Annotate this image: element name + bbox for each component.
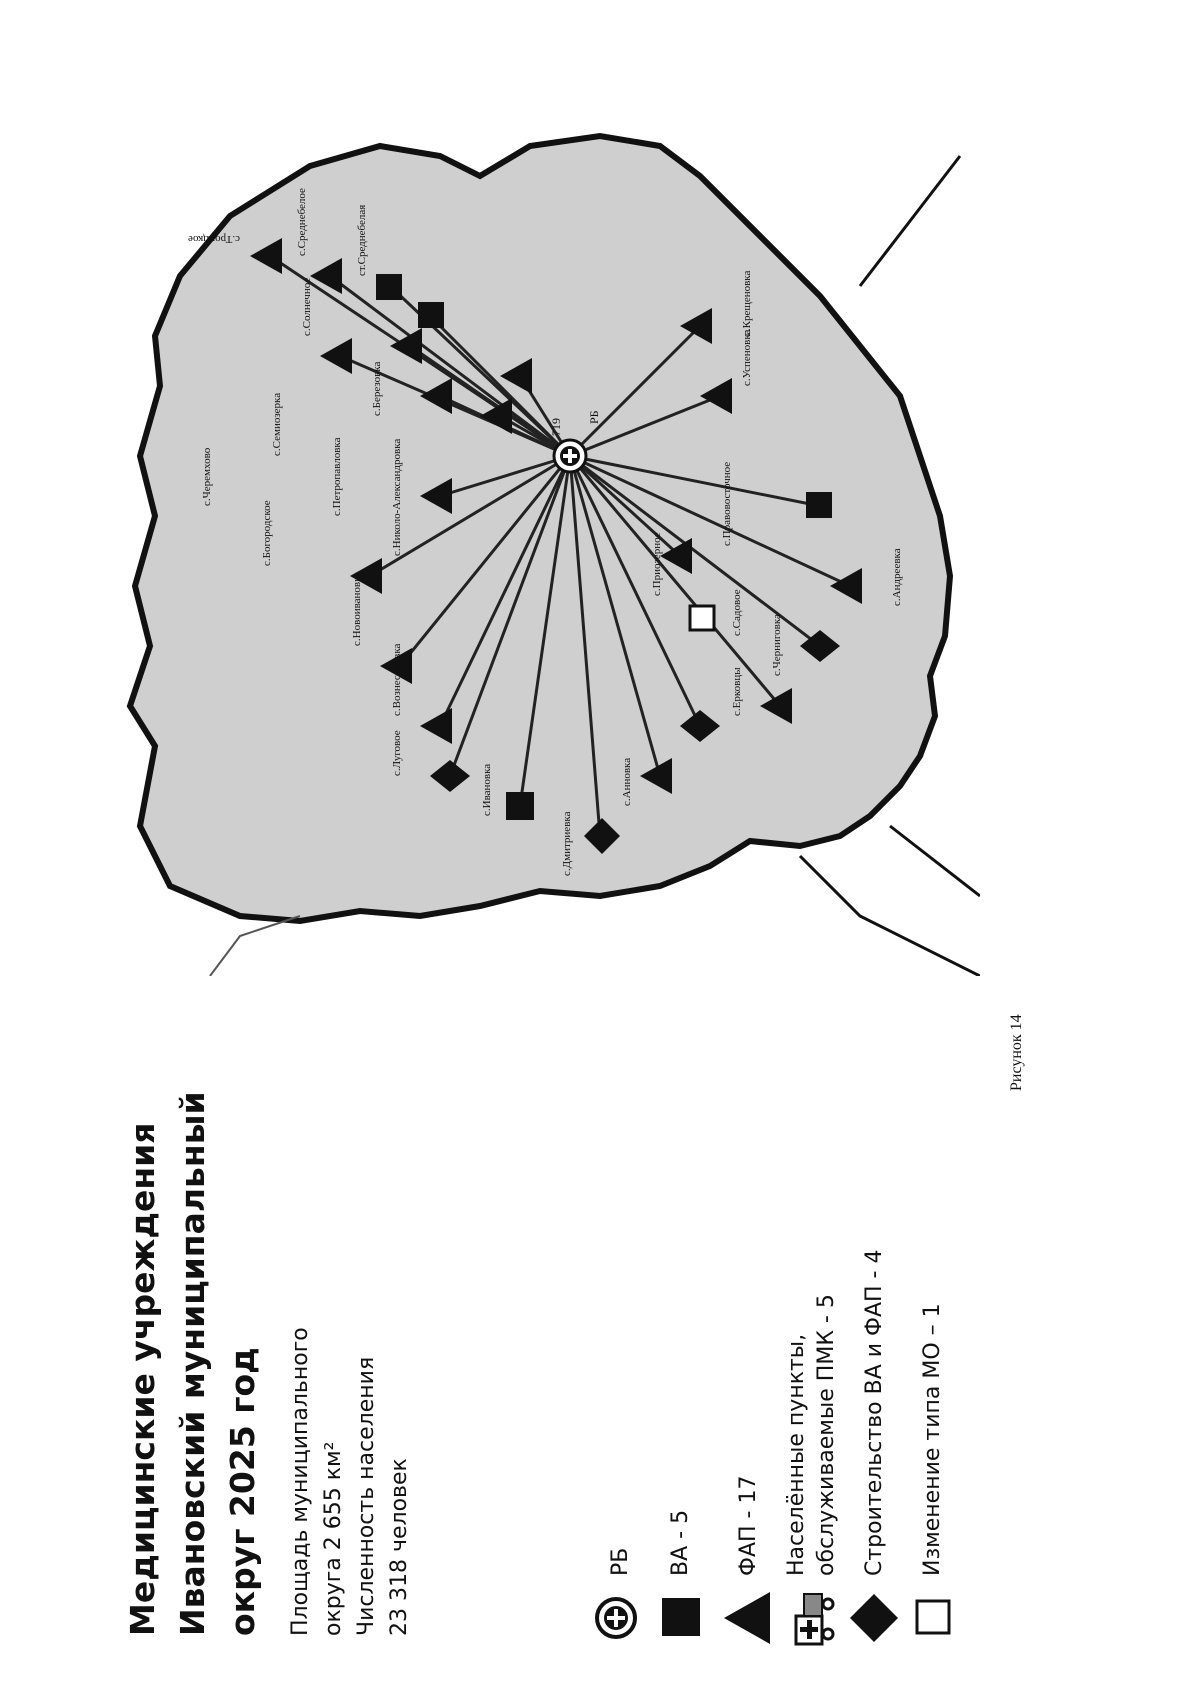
fap-marker: [350, 558, 382, 594]
legend: РБ ВА - 5 ФАП - 17 Насе: [595, 936, 1120, 1656]
square-icon: [662, 1598, 700, 1636]
construction-marker: [800, 630, 840, 662]
fap-marker: [320, 338, 352, 374]
place-label: с.Луговое: [391, 730, 403, 776]
legend-label-construction: Строительство ВА и ФАП - 4: [862, 1249, 887, 1577]
fap-marker: [250, 238, 282, 274]
place-label: с.Новоивановка: [351, 572, 363, 646]
population-line-1: Численность населения: [354, 1356, 379, 1636]
place-label: с.Крещеновка: [741, 271, 753, 336]
population-line-2: 23 318 человек: [387, 1458, 412, 1636]
district-boundary: [126, 132, 954, 925]
legend-item-va: ВА - 5: [660, 1056, 704, 1656]
va-marker: [418, 302, 444, 328]
legend-item-fap: ФАП - 17: [724, 1056, 774, 1656]
fap-marker: [420, 378, 452, 414]
place-label: с.Приозерное: [651, 532, 663, 596]
fap-marker: [420, 708, 452, 744]
fap-marker: [760, 688, 792, 724]
construction-marker: [680, 710, 720, 742]
place-labels: с.Троицкое с.Среднебелое ст.Среднебелая …: [188, 188, 903, 876]
district-map: РБ 719 с.Троицкое с.Среднебелое ст.Средн…: [126, 132, 980, 976]
place-label: с.Солнечное: [301, 278, 313, 336]
place-label: с.Успеновка: [741, 329, 753, 386]
place-label: с.Анновка: [621, 758, 633, 806]
triangle-icon: [724, 1592, 770, 1644]
legend-label-type-change: Изменение типа МО – 1: [920, 1303, 945, 1576]
plus-circle-icon: [595, 1597, 637, 1639]
fap-marker: [380, 648, 412, 684]
title-line-2: Ивановский муниципальный: [173, 1091, 212, 1636]
construction-marker: [430, 760, 470, 792]
place-label: с.Вознесеновка: [391, 643, 403, 716]
fap-marker: [830, 568, 862, 604]
place-label: с.Дмитриевка: [561, 811, 573, 876]
place-label: с.Ерковцы: [731, 667, 743, 716]
hub-label: РБ: [587, 410, 601, 424]
fap-marker: [660, 538, 692, 574]
figure-caption: Рисунок 14: [1008, 1014, 1025, 1091]
legend-item-pmk: Населённые пункты, обслуживаемые ПМК - 5: [782, 1056, 846, 1656]
area-line-2: округа 2 655 км²: [321, 1441, 346, 1636]
map-title: Медицинские учреждения Ивановский муници…: [118, 1076, 268, 1636]
construction-marker: [584, 818, 620, 854]
place-label: с.Николо-Александровка: [391, 439, 403, 556]
diamond-icon: [850, 1594, 898, 1642]
hub-value: 719: [549, 418, 563, 436]
legend-label-rb: РБ: [608, 1547, 633, 1576]
legend-item-type-change: Изменение типа МО – 1: [912, 1056, 956, 1656]
fap-marker: [640, 758, 672, 794]
place-label: с.Березовка: [371, 362, 383, 417]
place-label: с.Ивановка: [481, 764, 493, 816]
place-label: с.Андреевка: [891, 548, 903, 606]
empty-square-icon: [915, 1599, 951, 1635]
rb-hub-marker: [552, 438, 588, 474]
fap-marker: [480, 398, 512, 434]
neighbor-boundary: [889, 824, 980, 898]
legend-item-construction: Строительство ВА и ФАП - 4: [850, 1056, 904, 1656]
fap-marker: [310, 258, 342, 294]
place-label: с.Петропавловка: [331, 437, 343, 516]
title-line-1: Медицинские учреждения: [123, 1122, 162, 1636]
area-line-1: Площадь муниципального: [288, 1327, 313, 1636]
neighbor-boundary: [858, 155, 962, 287]
va-marker: [806, 492, 832, 518]
fap-marker: [420, 478, 452, 514]
district-info: Площадь муниципального округа 2 655 км² …: [284, 1327, 416, 1636]
place-label: с.Троицкое: [188, 233, 240, 245]
fap-marker: [500, 358, 532, 394]
place-label: ст.Среднебелая: [356, 205, 368, 276]
place-label: с.Среднебелое: [296, 188, 308, 256]
legend-label-va: ВА - 5: [668, 1509, 693, 1576]
facility-markers: [250, 238, 862, 854]
place-label: с.Черниговка: [771, 614, 783, 676]
type-change-marker: [688, 604, 716, 632]
neighbor-boundary: [798, 854, 980, 976]
neighbor-boundary: [209, 915, 301, 976]
place-label: с.Богородское: [261, 500, 273, 566]
fap-marker: [680, 308, 712, 344]
place-label: с.Садовое: [731, 589, 743, 636]
title-line-3: округ 2025 год: [223, 1347, 262, 1636]
place-label: с.Семиозерка: [271, 393, 283, 456]
legend-label-pmk-2: обслуживаемые ПМК - 5: [814, 1294, 839, 1576]
place-label: с.Правовосточное: [721, 462, 733, 546]
legend-label-pmk-1: Населённые пункты,: [784, 1333, 809, 1576]
fap-marker: [390, 328, 422, 364]
va-marker: [376, 274, 402, 300]
va-marker: [506, 792, 534, 820]
legend-item-rb: РБ: [595, 1056, 644, 1656]
mobile-clinic-icon: [794, 1593, 835, 1646]
legend-label-fap: ФАП - 17: [736, 1475, 761, 1576]
fap-marker: [700, 378, 732, 414]
place-label: с.Черемхово: [201, 447, 213, 506]
